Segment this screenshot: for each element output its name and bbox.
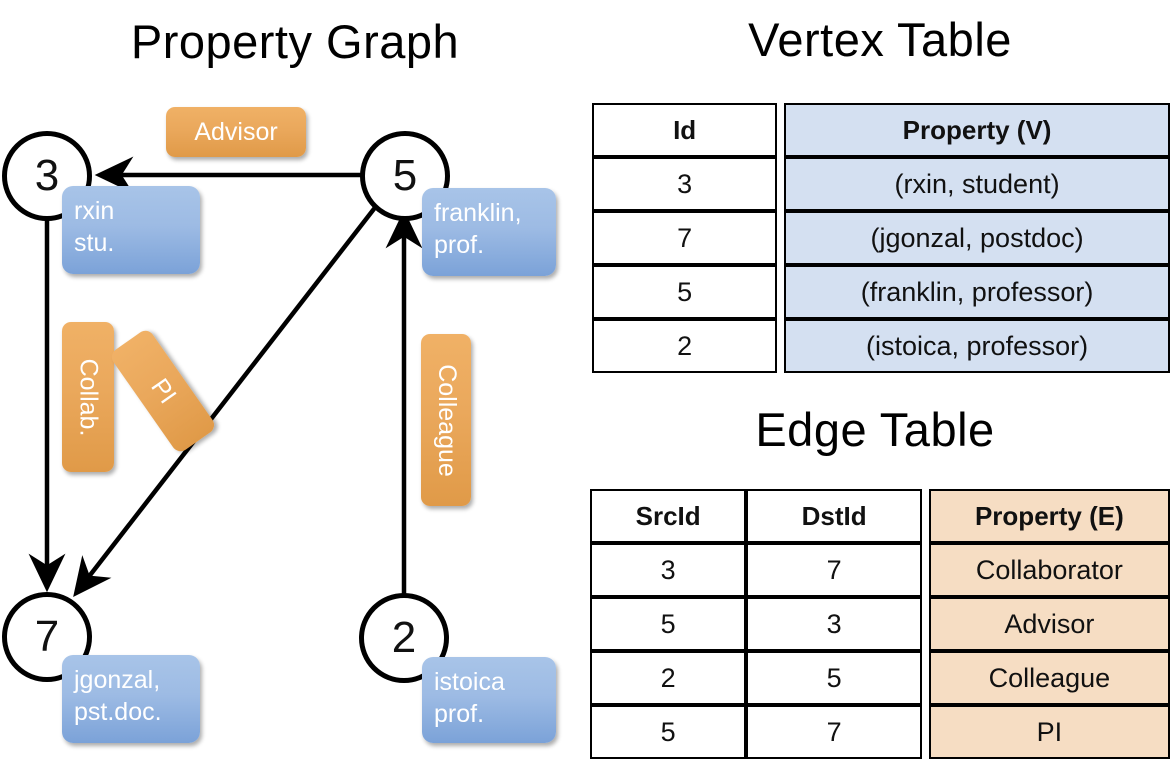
edge-label-advisor[interactable]: Advisor xyxy=(166,107,306,157)
edge-cell-dstid: 7 xyxy=(746,705,922,759)
column-gap xyxy=(777,319,784,373)
edge-cell-srcid: 2 xyxy=(590,651,747,705)
edge-label-pi-text: PI xyxy=(145,373,182,409)
column-gap xyxy=(922,543,929,597)
page-title-edge-table: Edge Table xyxy=(755,403,995,456)
vertex-table: Id Property (V) 3 (rxin, student) 7 (jgo… xyxy=(592,103,1170,373)
edge-header-dstid: DstId xyxy=(746,489,922,543)
table-header-row: SrcId DstId Property (E) xyxy=(590,489,1170,543)
vertex-property-5-line1: franklin, xyxy=(434,199,522,227)
vertex-cell-property: (franklin, professor) xyxy=(784,265,1170,319)
vertex-property-box-5[interactable]: franklin, prof. xyxy=(422,188,556,276)
property-graph-diagram: 3 5 7 2 rxin stu. franklin, prof. jgonza… xyxy=(2,107,556,743)
column-gap xyxy=(777,211,784,265)
column-gap xyxy=(777,157,784,211)
vertex-property-7-line2: pst.doc. xyxy=(74,698,162,726)
column-gap xyxy=(777,103,784,157)
vertex-cell-property: (jgonzal, postdoc) xyxy=(784,211,1170,265)
vertex-cell-property: (rxin, student) xyxy=(784,157,1170,211)
table-row: 5 (franklin, professor) xyxy=(592,265,1170,319)
column-gap xyxy=(922,597,929,651)
edge-cell-dstid: 7 xyxy=(746,543,922,597)
vertex-property-box-7[interactable]: jgonzal, pst.doc. xyxy=(62,655,200,743)
graph-node-2[interactable]: 2 xyxy=(359,593,449,683)
table-row: 2 (istoica, professor) xyxy=(592,319,1170,373)
column-gap xyxy=(922,651,929,705)
vertex-cell-id: 3 xyxy=(592,157,778,211)
vertex-property-7-line1: jgonzal, xyxy=(74,666,161,694)
vertex-cell-property: (istoica, professor) xyxy=(784,319,1170,373)
edge-5-to-7 xyxy=(73,203,379,597)
column-gap xyxy=(777,265,784,319)
table-row: 5 3 Advisor xyxy=(590,597,1170,651)
edge-cell-srcid: 3 xyxy=(590,543,747,597)
edge-cell-dstid: 3 xyxy=(746,597,922,651)
edge-cell-dstid: 5 xyxy=(746,651,922,705)
vertex-property-3-line2: stu. xyxy=(74,229,115,257)
edge-cell-srcid: 5 xyxy=(590,705,747,759)
column-gap xyxy=(922,489,929,543)
edge-label-advisor-text: Advisor xyxy=(194,117,278,146)
page-title-vertex-table: Vertex Table xyxy=(748,13,1012,66)
column-gap xyxy=(922,705,929,759)
edge-cell-property: Colleague xyxy=(928,651,1170,705)
vertex-header-id: Id xyxy=(592,103,778,157)
vertex-header-property: Property (V) xyxy=(784,103,1170,157)
table-header-row: Id Property (V) xyxy=(592,103,1170,157)
vertex-cell-id: 2 xyxy=(592,319,778,373)
table-row: 3 (rxin, student) xyxy=(592,157,1170,211)
graph-edges-svg xyxy=(28,156,423,597)
table-row: 5 7 PI xyxy=(590,705,1170,759)
table-row: 7 (jgonzal, postdoc) xyxy=(592,211,1170,265)
edge-label-collab[interactable]: Collab. xyxy=(62,322,114,472)
edge-header-property: Property (E) xyxy=(928,489,1170,543)
edge-label-colleague-text: Colleague xyxy=(432,363,461,477)
vertex-property-box-2[interactable]: istoica prof. xyxy=(422,657,556,743)
edge-cell-property: PI xyxy=(928,705,1170,759)
vertex-property-5-line2: prof. xyxy=(434,231,485,259)
page-title-property-graph: Property Graph xyxy=(130,15,460,68)
vertex-property-2-line1: istoica xyxy=(434,668,505,696)
table-row: 3 7 Collaborator xyxy=(590,543,1170,597)
edge-label-collab-text: Collab. xyxy=(74,358,103,436)
vertex-property-2-line2: prof. xyxy=(434,700,485,728)
vertex-cell-id: 5 xyxy=(592,265,778,319)
edge-cell-srcid: 5 xyxy=(590,597,747,651)
vertex-cell-id: 7 xyxy=(592,211,778,265)
vertex-property-box-3[interactable]: rxin stu. xyxy=(62,186,200,274)
edge-header-srcid: SrcId xyxy=(590,489,747,543)
table-row: 2 5 Colleague xyxy=(590,651,1170,705)
edge-cell-property: Collaborator xyxy=(928,543,1170,597)
edge-table: SrcId DstId Property (E) 3 7 Collaborato… xyxy=(590,489,1170,759)
edge-label-colleague[interactable]: Colleague xyxy=(421,334,471,506)
vertex-property-3-line1: rxin xyxy=(74,197,115,225)
edge-cell-property: Advisor xyxy=(928,597,1170,651)
